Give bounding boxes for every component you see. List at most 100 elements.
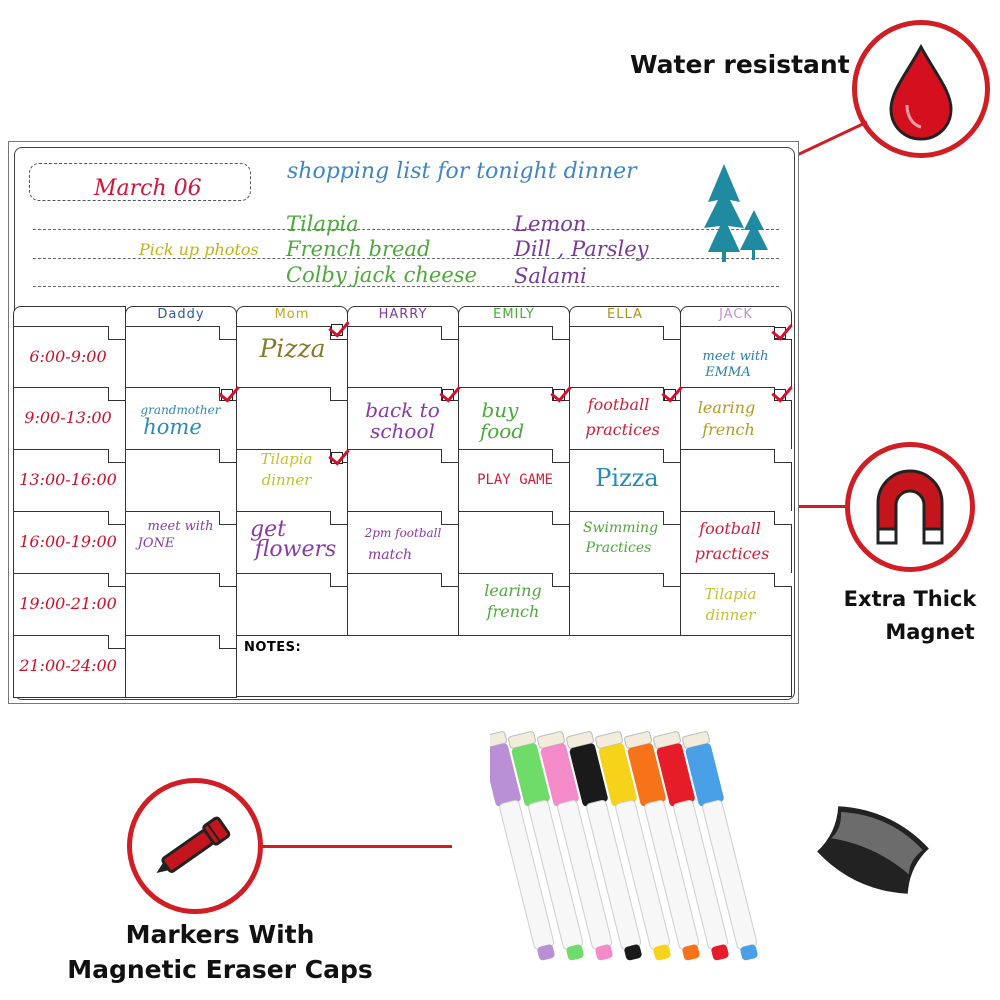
task-food: food	[479, 419, 525, 443]
time-slot-cell	[13, 449, 126, 512]
cell-corner-tab	[441, 326, 459, 340]
magnet-label-line2: Magnet	[885, 620, 975, 644]
task-meet-jone-1: meet with	[147, 519, 214, 534]
schedule-cell[interactable]	[458, 449, 570, 512]
column-header-label: ELLA	[607, 307, 643, 322]
cell-corner-tab	[108, 387, 126, 401]
shopping-item: Salami	[514, 264, 587, 288]
checkmark-icon	[774, 327, 786, 339]
task-meet-emma-1: meet with	[702, 349, 769, 364]
task-buy: buy	[481, 398, 519, 422]
cell-corner-tab	[219, 449, 237, 463]
schedule-cell[interactable]	[347, 449, 459, 512]
notes-area[interactable]	[236, 635, 792, 697]
task-tilapia-mom: Tilapia	[260, 450, 313, 468]
time-slot-label: 9:00-13:00	[24, 408, 112, 427]
date-box	[29, 163, 251, 201]
task-learing-1: learing	[697, 398, 756, 417]
checkmark-icon	[553, 389, 565, 401]
cell-corner-tab	[774, 449, 792, 463]
cell-corner-tab	[774, 573, 792, 587]
cell-corner-tab	[552, 573, 570, 587]
schedule-cell[interactable]	[569, 573, 681, 636]
task-french-1: french	[702, 420, 755, 439]
task-football-1: football	[587, 395, 650, 414]
schedule-cell[interactable]	[569, 326, 681, 388]
checkmark-icon	[331, 452, 343, 464]
cell-corner-tab	[552, 511, 570, 525]
column-header-mom: Mom	[236, 306, 348, 327]
time-slot-label: 16:00-19:00	[19, 532, 117, 551]
task-practices-1: practices	[585, 420, 660, 439]
task-tilapia-jack: Tilapia	[704, 585, 757, 603]
column-header-daddy: Daddy	[125, 306, 237, 327]
schedule-cell[interactable]	[458, 387, 570, 450]
task-home: home	[143, 415, 202, 439]
shopping-line-3	[33, 286, 779, 287]
cell-corner-tab	[552, 449, 570, 463]
column-header-label: EMILY	[493, 307, 535, 322]
schedule-cell[interactable]	[458, 573, 570, 636]
cell-corner-tab	[441, 573, 459, 587]
column-header-ella: ELLA	[569, 306, 681, 327]
time-slot-label: 19:00-21:00	[19, 594, 117, 613]
task-flowers: flowers	[254, 537, 337, 562]
time-slot-label: 13:00-16:00	[19, 470, 117, 489]
shopping-item: Lemon	[514, 212, 587, 236]
schedule-cell[interactable]	[125, 511, 237, 574]
column-header-harry: HARRY	[347, 306, 459, 327]
cell-corner-tab	[663, 449, 681, 463]
schedule-cell[interactable]	[236, 511, 348, 574]
task-football-jack: football	[699, 519, 761, 538]
cell-corner-tab	[441, 511, 459, 525]
task-pizza-mom: Pizza	[259, 334, 326, 363]
cell-corner-tab	[108, 511, 126, 525]
shopping-item: French bread	[286, 237, 431, 261]
task-pizza-ella: Pizza	[595, 464, 659, 492]
time-slot-cell	[13, 635, 126, 698]
schedule-cell[interactable]	[569, 387, 681, 450]
schedule-cell[interactable]	[125, 449, 237, 512]
column-header-label: JACK	[719, 307, 753, 322]
marker-pen	[508, 731, 584, 961]
eraser-photo	[817, 806, 929, 894]
cell-corner-tab	[663, 326, 681, 340]
task-grandmother: grandmother	[140, 403, 221, 417]
header-corner-cell	[13, 306, 126, 327]
time-slot-label: 6:00-9:00	[29, 346, 107, 366]
markers-label-line2: Magnetic Eraser Caps	[67, 955, 373, 984]
pine-trees-illustration	[704, 164, 768, 262]
column-header-jack: JACK	[680, 306, 792, 327]
horseshoe-magnet-icon	[876, 469, 944, 545]
cell-corner-tab	[330, 387, 348, 401]
water-drop-badge	[852, 20, 990, 158]
checkmark-icon	[331, 324, 343, 336]
marker-pen	[624, 731, 700, 961]
cell-corner-tab	[663, 573, 681, 587]
task-practices-jack: practices	[694, 544, 770, 563]
time-slot-cell	[13, 326, 126, 388]
marker-pen	[490, 731, 555, 961]
cell-corner-tab	[219, 573, 237, 587]
cell-corner-tab	[330, 511, 348, 525]
schedule-cell[interactable]	[347, 387, 459, 450]
task-meet-emma-2: EMMA	[705, 365, 751, 380]
marker-badge	[127, 778, 263, 914]
markers-label-line1: Markers With	[125, 920, 315, 949]
schedule-cell[interactable]	[680, 449, 792, 512]
schedule-cell[interactable]	[236, 326, 348, 388]
task-dinner-jack: dinner	[705, 606, 756, 624]
task-match: match	[367, 547, 413, 563]
marker-pen	[537, 731, 613, 961]
task-practices-ella: Practices	[585, 540, 652, 556]
cell-corner-tab	[108, 326, 126, 340]
task-football-2pm: 2pm football	[364, 526, 442, 540]
cell-corner-tab	[330, 573, 348, 587]
schedule-cell[interactable]	[347, 511, 459, 574]
marker-icon	[156, 816, 231, 873]
cell-corner-tab	[108, 573, 126, 587]
schedule-cell[interactable]	[347, 326, 459, 388]
marker-pen	[653, 731, 729, 961]
schedule-cell[interactable]	[236, 387, 348, 450]
time-slot-label: 21:00-24:00	[19, 656, 117, 675]
